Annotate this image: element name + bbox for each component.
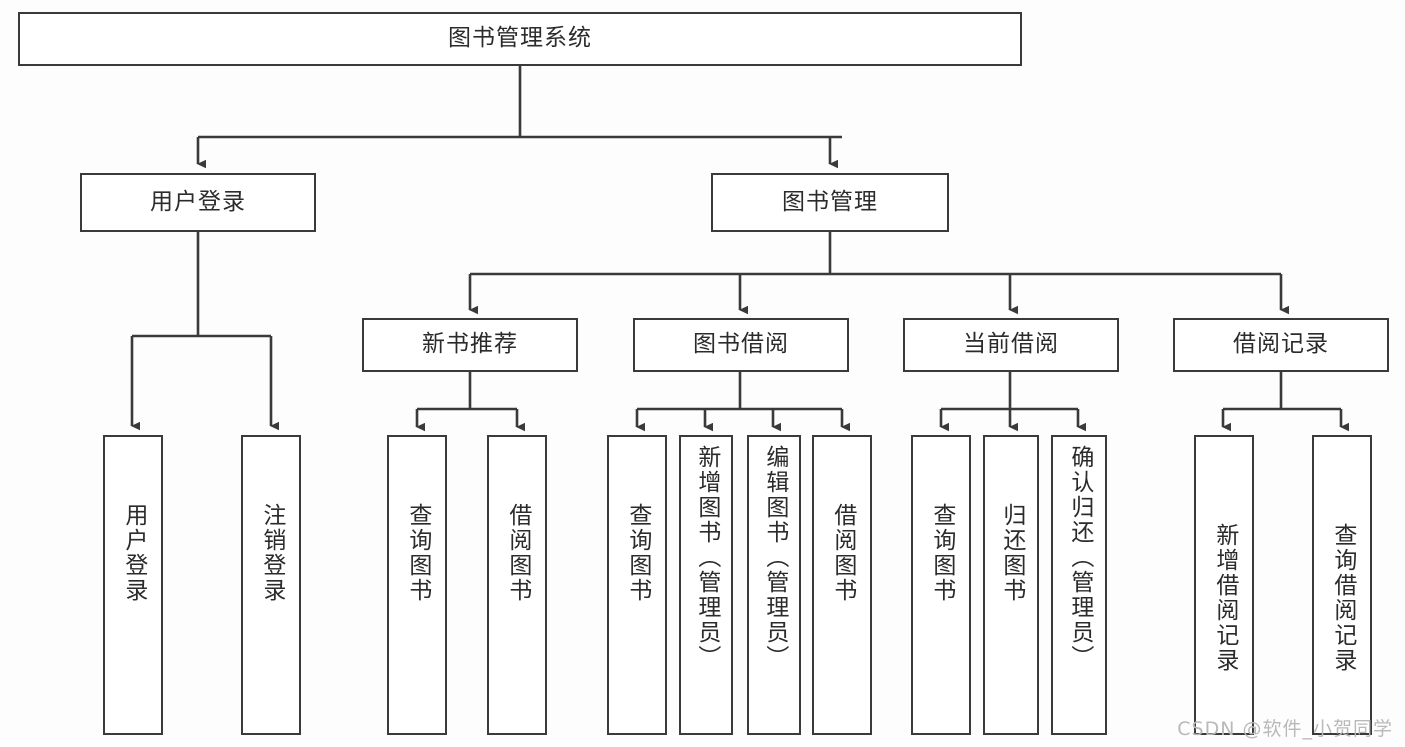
node-new-book-recommend[interactable]: 新书推荐 — [362, 318, 578, 372]
node-label: 借阅图书 — [829, 503, 856, 603]
node-label: 新增图书（管理员） — [693, 445, 720, 670]
leaf-book-borrow-query-book[interactable]: 查询图书 — [607, 435, 667, 735]
node-label: 图书借阅 — [693, 331, 789, 358]
node-label: 新书推荐 — [422, 331, 518, 358]
leaf-borrow-record-query-record[interactable]: 查询借阅记录 — [1312, 435, 1372, 735]
node-label: 确认归还（管理员） — [1066, 445, 1093, 670]
leaf-user-login-logout[interactable]: 注销登录 — [241, 435, 301, 735]
node-label: 当前借阅 — [963, 331, 1059, 358]
node-label: 图书管理系统 — [448, 25, 592, 52]
node-label: 用户登录 — [150, 188, 246, 215]
leaf-book-borrow-edit-book-admin[interactable]: 编辑图书（管理员） — [747, 435, 801, 735]
leaf-current-borrow-confirm-return-admin[interactable]: 确认归还（管理员） — [1051, 435, 1107, 735]
node-label: 用户登录 — [120, 503, 147, 603]
node-current-borrow[interactable]: 当前借阅 — [903, 318, 1119, 372]
leaf-new-book-query-book[interactable]: 查询图书 — [387, 435, 447, 735]
node-label: 查询图书 — [928, 503, 955, 603]
node-user-login[interactable]: 用户登录 — [80, 173, 316, 232]
leaf-user-login-login[interactable]: 用户登录 — [103, 435, 163, 735]
node-book-borrow[interactable]: 图书借阅 — [633, 318, 849, 372]
node-label: 注销登录 — [258, 503, 285, 603]
node-book-management[interactable]: 图书管理 — [711, 173, 949, 232]
node-label: 新增借阅记录 — [1211, 523, 1238, 673]
leaf-book-borrow-borrow-book[interactable]: 借阅图书 — [812, 435, 872, 735]
leaf-book-borrow-add-book-admin[interactable]: 新增图书（管理员） — [679, 435, 733, 735]
leaf-borrow-record-add-record[interactable]: 新增借阅记录 — [1194, 435, 1254, 735]
node-label: 查询借阅记录 — [1329, 523, 1356, 673]
node-label: 图书管理 — [782, 188, 878, 215]
csdn-watermark: CSDN @软件_小贺同学 — [1177, 718, 1393, 740]
node-label: 借阅图书 — [504, 503, 531, 603]
leaf-current-borrow-return-book[interactable]: 归还图书 — [983, 435, 1039, 735]
node-label: 查询图书 — [624, 503, 651, 603]
node-label: 编辑图书（管理员） — [761, 445, 788, 670]
leaf-new-book-borrow-book[interactable]: 借阅图书 — [487, 435, 547, 735]
node-borrow-record[interactable]: 借阅记录 — [1173, 318, 1389, 372]
leaf-current-borrow-query-book[interactable]: 查询图书 — [911, 435, 971, 735]
node-label: 查询图书 — [404, 503, 431, 603]
node-root-system[interactable]: 图书管理系统 — [18, 12, 1022, 66]
node-label: 归还图书 — [998, 503, 1025, 603]
node-label: 借阅记录 — [1233, 331, 1329, 358]
